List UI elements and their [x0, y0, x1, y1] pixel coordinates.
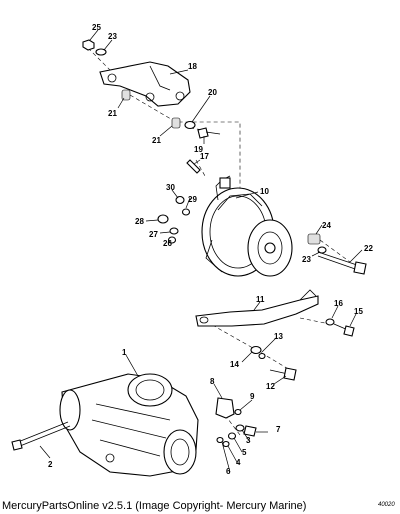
callout-11: 11 — [256, 295, 265, 304]
callout-26: 26 — [163, 239, 172, 248]
adjusting-brace — [195, 289, 319, 327]
callout-3: 3 — [246, 436, 251, 445]
callout-23-top: 23 — [108, 32, 117, 41]
callout-2: 2 — [48, 460, 53, 469]
callout-5: 5 — [242, 448, 247, 457]
callout-23-right: 23 — [302, 255, 311, 264]
callout-12: 12 — [266, 382, 275, 391]
spacer — [121, 89, 181, 129]
callout-28: 28 — [135, 217, 144, 226]
callout-21-left: 21 — [108, 109, 117, 118]
callout-labels: 25 23 18 21 20 21 19 17 10 30 29 28 27 2… — [48, 23, 373, 476]
brace-bolt — [325, 318, 355, 337]
nut-and-washer-top — [82, 39, 107, 56]
callout-18: 18 — [188, 62, 197, 71]
alternator-pivot-bolt — [307, 233, 367, 275]
callout-20: 20 — [208, 88, 217, 97]
callout-1: 1 — [122, 348, 127, 357]
leader-lines — [39, 29, 363, 473]
solenoid-hardware — [215, 397, 257, 448]
callout-27: 27 — [149, 230, 158, 239]
callout-13: 13 — [274, 332, 283, 341]
starter-bolt — [11, 421, 71, 451]
callout-8: 8 — [210, 377, 215, 386]
starter-motor — [59, 373, 199, 477]
callout-17: 17 — [200, 152, 209, 161]
callout-4: 4 — [236, 458, 241, 467]
callout-10: 10 — [260, 187, 269, 196]
mounting-bracket — [99, 61, 191, 107]
drawing-code: 40020 — [378, 502, 395, 508]
callout-7: 7 — [276, 425, 281, 434]
callout-24: 24 — [322, 221, 331, 230]
callout-30: 30 — [166, 183, 175, 192]
callout-19: 19 — [194, 145, 203, 154]
callout-9: 9 — [250, 392, 255, 401]
alternator — [201, 175, 293, 277]
callout-15: 15 — [354, 307, 363, 316]
callout-29: 29 — [188, 195, 197, 204]
brace-lower-bolt — [250, 345, 297, 381]
callout-16: 16 — [334, 299, 343, 308]
callout-14: 14 — [230, 360, 239, 369]
copyright-footer: MercuryPartsOnline v2.5.1 (Image Copyrig… — [2, 500, 307, 512]
callout-25: 25 — [92, 23, 101, 32]
callout-21-right: 21 — [152, 136, 161, 145]
callout-22: 22 — [364, 244, 373, 253]
alternator-terminal-nuts — [157, 195, 191, 244]
pin — [186, 159, 201, 174]
bolt-and-washer-bracket — [184, 120, 221, 139]
callout-6: 6 — [226, 467, 231, 476]
